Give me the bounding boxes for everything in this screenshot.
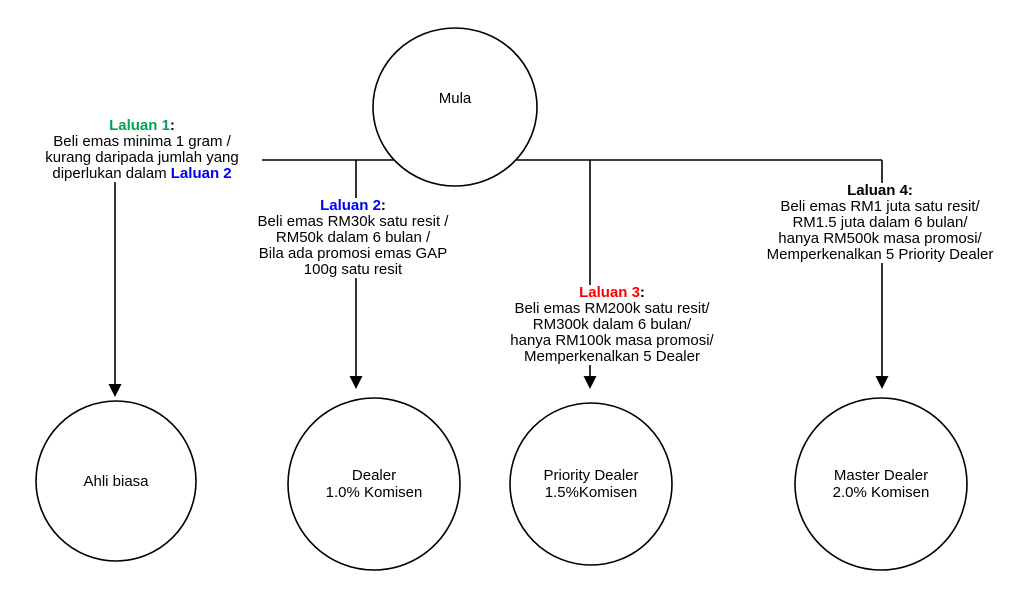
node-dealer-circle: [287, 397, 461, 571]
arrow-down-icon: [583, 376, 597, 389]
path4-line2: RM1.5 juta dalam 6 bulan/: [792, 214, 968, 231]
path2-line3: Bila ada promosi emas GAP: [258, 245, 448, 262]
node-master-dealer-commission: 2.0% Komisen: [832, 484, 930, 501]
node-master-dealer-label: Master Dealer 2.0% Komisen: [791, 467, 971, 501]
path2-description: Laluan 2: Beli emas RM30k satu resit / R…: [255, 198, 451, 278]
path4-line1: Beli emas RM1 juta satu resit/: [780, 198, 980, 215]
node-dealer-commission: 1.0% Komisen: [325, 484, 423, 501]
arrow-down-icon: [875, 376, 889, 389]
path2-title-colon: :: [380, 197, 386, 214]
path2-title-text: Laluan 2: [320, 197, 381, 214]
path3-title: Laluan 3:: [510, 285, 714, 301]
path1-laluan2-reference: Laluan 2: [170, 165, 232, 182]
start-node-label: Mula: [438, 90, 472, 107]
path3-line1: Beli emas RM200k satu resit/: [514, 300, 710, 317]
path2-title: Laluan 2:: [255, 198, 451, 214]
arrow-down-icon: [349, 376, 363, 389]
path2-line4: 100g satu resit: [303, 261, 403, 278]
path3-description: Laluan 3: Beli emas RM200k satu resit/ R…: [510, 285, 714, 365]
path1-line2: kurang daripada jumlah yang: [45, 149, 239, 166]
path4-title-colon: :: [907, 182, 913, 199]
node-priority-dealer-label: Priority Dealer 1.5%Komisen: [501, 467, 681, 501]
path4-description: Laluan 4: Beli emas RM1 juta satu resit/…: [745, 183, 1015, 263]
node-ahli-biasa-label: Ahli biasa: [83, 473, 149, 490]
node-priority-dealer-commission: 1.5%Komisen: [544, 484, 638, 501]
path3-title-text: Laluan 3: [579, 284, 640, 301]
path4-line3: hanya RM500k masa promosi/: [778, 230, 982, 247]
path1-line3: diperlukan dalam Laluan 2: [22, 166, 262, 182]
node-dealer-name: Dealer: [351, 467, 397, 484]
path1-description: Laluan 1: Beli emas minima 1 gram / kura…: [22, 118, 262, 182]
path4-title-text: Laluan 4: [847, 182, 908, 199]
path1-title: Laluan 1:: [22, 118, 262, 134]
arrow-down-icon: [108, 384, 122, 397]
node-master-dealer-circle: [794, 397, 968, 571]
path3-line2: RM300k dalam 6 bulan/: [532, 316, 692, 333]
path1-title-text: Laluan 1: [109, 117, 170, 134]
start-node-circle: [372, 27, 538, 187]
path3-line3: hanya RM100k masa promosi/: [510, 332, 714, 349]
arrowheads: [108, 376, 889, 397]
path4-line4: Memperkenalkan 5 Priority Dealer: [766, 246, 994, 263]
path2-line2: RM50k dalam 6 bulan /: [275, 229, 431, 246]
path1-line1: Beli emas minima 1 gram /: [53, 133, 231, 150]
node-priority-dealer-circle: [509, 402, 673, 566]
path1-line3-prefix: diperlukan dalam: [52, 165, 171, 182]
node-circles: [35, 27, 968, 571]
path3-line4: Memperkenalkan 5 Dealer: [524, 348, 700, 365]
path4-title: Laluan 4:: [745, 183, 1015, 199]
path1-title-colon: :: [169, 117, 175, 134]
node-ahli-biasa-circle: [35, 400, 197, 562]
node-dealer-label: Dealer 1.0% Komisen: [284, 467, 464, 501]
path2-line1: Beli emas RM30k satu resit /: [257, 213, 449, 230]
node-master-dealer-name: Master Dealer: [833, 467, 929, 484]
path3-title-colon: :: [639, 284, 645, 301]
node-priority-dealer-name: Priority Dealer: [543, 467, 639, 484]
